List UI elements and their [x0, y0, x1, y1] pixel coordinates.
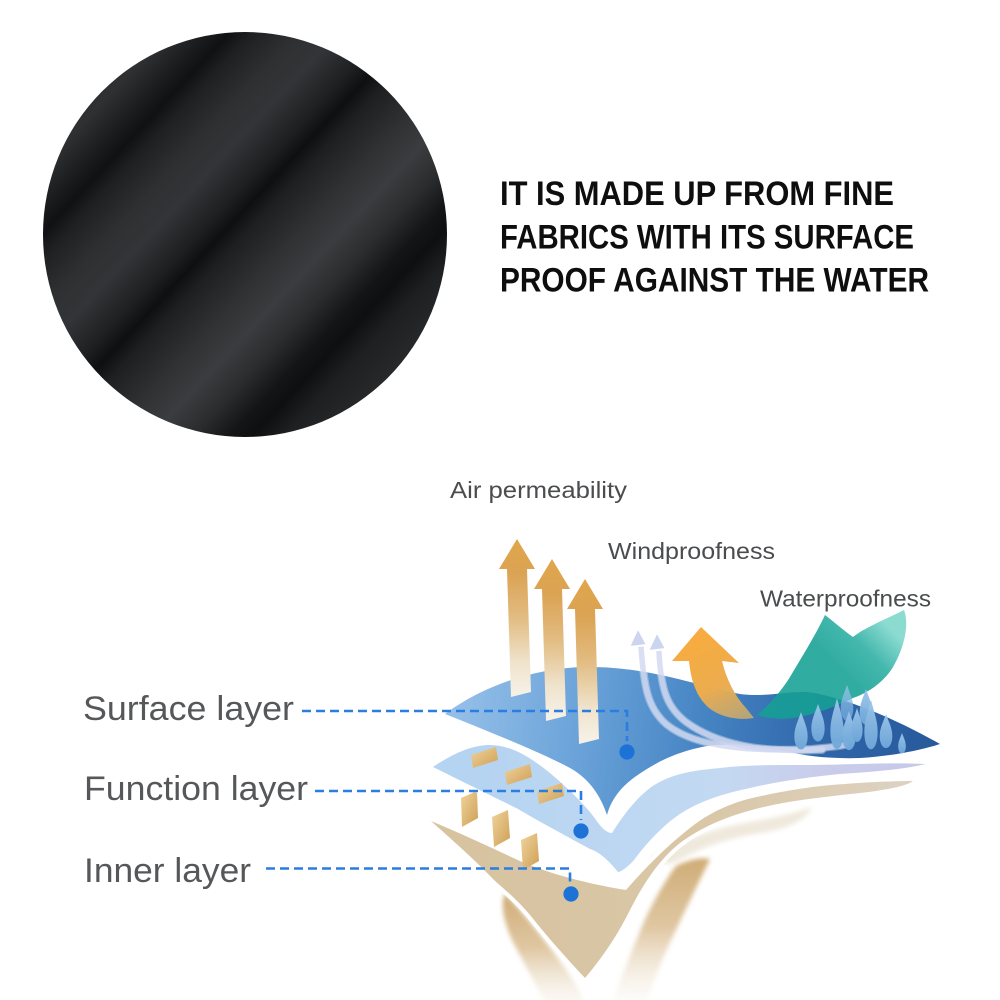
- svg-text:Function layer: Function layer: [84, 770, 308, 808]
- svg-text:PROOF AGAINST THE WATER: PROOF AGAINST THE WATER: [500, 262, 929, 300]
- svg-text:Inner layer: Inner layer: [84, 852, 251, 890]
- svg-text:FABRICS WITH ITS SURFACE: FABRICS WITH ITS SURFACE: [500, 219, 914, 257]
- svg-text:IT IS MADE UP FROM FINE: IT IS MADE UP FROM FINE: [500, 175, 894, 213]
- svg-text:Surface layer: Surface layer: [83, 690, 294, 728]
- svg-text:Air permeability: Air permeability: [450, 477, 628, 503]
- svg-text:Windproofness: Windproofness: [608, 538, 775, 564]
- svg-text:Waterproofness: Waterproofness: [760, 586, 931, 612]
